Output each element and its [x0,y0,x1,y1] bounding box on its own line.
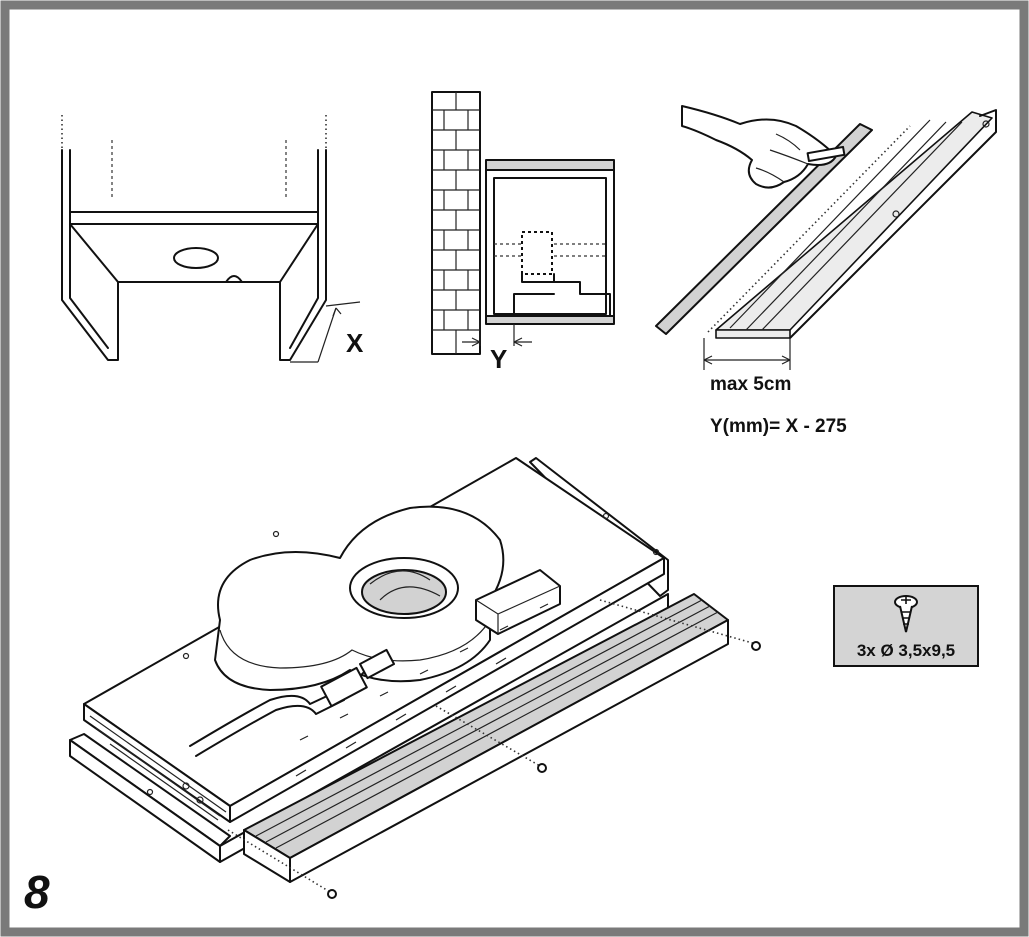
front-panel-strip [227,593,761,899]
strip-adjustment [655,105,997,370]
x-dimension-label: X [346,328,364,358]
screw-spec-box: 3x Ø 3,5x9,5 [833,585,979,667]
wall-section: Y [431,91,615,374]
hood-cabinet-section: X [61,115,364,363]
figure-number: 8 [24,866,50,918]
screw-quantity-label: 3x Ø 3,5x9,5 [857,641,955,660]
hood-assembly [69,457,669,863]
screw-icon [894,595,918,633]
max-extension-label: max 5cm [710,374,791,395]
formula-label: Y(mm)= X - 275 [710,416,847,437]
y-dimension-label: Y [490,344,507,374]
